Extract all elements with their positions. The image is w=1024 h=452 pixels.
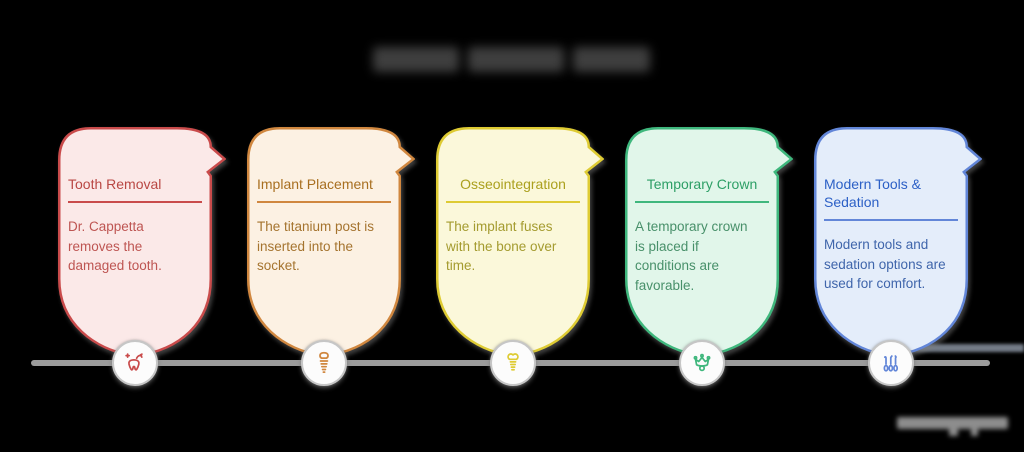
step-description: Modern tools and sedation options are us… — [824, 237, 946, 291]
title-divider — [635, 201, 769, 203]
timeline-node-2 — [301, 340, 347, 386]
osseointegration-icon — [507, 353, 519, 371]
blurred-watermark — [897, 417, 1008, 439]
blurred-main-title — [373, 47, 650, 72]
step-title: Osseointegration — [460, 176, 566, 192]
timeline-node-5 — [868, 340, 914, 386]
watermark-blur-segment — [949, 427, 958, 436]
dental-tools-icon — [883, 355, 899, 372]
blurred-title-segment — [573, 47, 650, 72]
watermark-blur-segment — [897, 417, 1008, 429]
step-card-tooth-removal: Tooth Removal Dr. Cappetta removes the d… — [58, 127, 226, 358]
step-title: Modern Tools & Sedation — [824, 176, 922, 210]
title-divider — [68, 201, 202, 203]
blurred-title-segment — [468, 47, 564, 72]
timeline-node-4 — [679, 340, 725, 386]
dental-implant-icon — [319, 351, 329, 373]
step-description: The implant fuses with the bone over tim… — [446, 219, 557, 273]
title-divider — [824, 219, 958, 221]
timeline-node-3 — [490, 340, 536, 386]
step-card-osseointegration: Osseointegration The implant fuses with … — [436, 127, 604, 358]
step-description: Dr. Cappetta removes the damaged tooth. — [68, 219, 162, 273]
step-card-modern-tools-sedation: Modern Tools & Sedation Modern tools and… — [814, 127, 982, 358]
watermark-blur-segment — [971, 427, 978, 436]
timeline-node-1 — [112, 340, 158, 386]
edge-artifact-bar — [900, 344, 1024, 352]
title-divider — [446, 201, 580, 203]
step-title: Implant Placement — [257, 176, 373, 192]
step-description: The titanium post is inserted into the s… — [257, 219, 375, 273]
tooth-extraction-icon — [125, 353, 143, 371]
title-divider — [257, 201, 391, 203]
step-title: Tooth Removal — [68, 176, 162, 192]
step-card-implant-placement: Implant Placement The titanium post is i… — [247, 127, 415, 358]
blurred-title-segment — [373, 47, 459, 72]
step-title: Temporary Crown — [646, 176, 758, 192]
step-card-temporary-crown: Temporary Crown A temporary crown is pla… — [625, 127, 793, 358]
crown-icon — [693, 353, 711, 372]
step-description: A temporary crown is placed if condition… — [635, 219, 748, 293]
